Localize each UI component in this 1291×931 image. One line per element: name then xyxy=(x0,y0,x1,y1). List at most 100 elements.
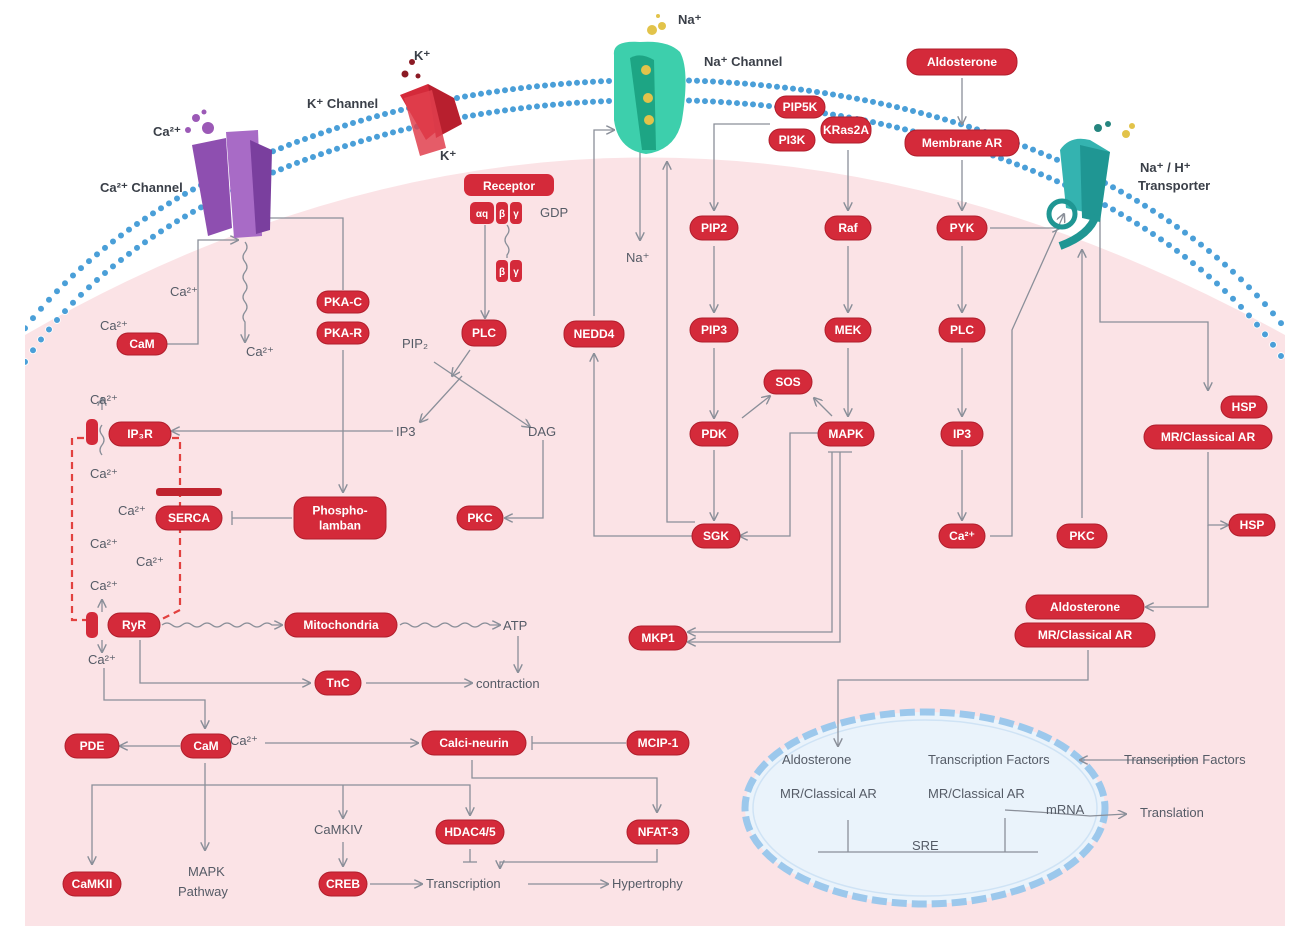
membrane-outer-bead xyxy=(837,92,845,100)
sr-membrane-right xyxy=(159,436,182,621)
label-ca-e: Ca²⁺ xyxy=(90,466,118,481)
membrane-outer-bead xyxy=(709,77,717,86)
edge-nedd4-to-na-channel xyxy=(593,130,614,316)
membrane-outer-bead xyxy=(181,190,189,198)
node-label: NFAT-3 xyxy=(638,825,679,839)
node-ca-right: Ca²⁺ xyxy=(938,523,986,549)
membrane-outer-bead xyxy=(845,93,853,102)
membrane-outer-bead xyxy=(381,110,389,118)
membrane-inner-bead xyxy=(717,98,725,106)
membrane-outer-bead xyxy=(741,79,749,88)
membrane-outer-bead xyxy=(1181,228,1189,237)
membrane-outer-bead xyxy=(1125,192,1133,201)
membrane-outer-bead xyxy=(1029,145,1037,154)
edge-mr-to-aldosterone-complex xyxy=(1146,525,1209,607)
k-channel xyxy=(400,59,462,156)
membrane-outer-bead xyxy=(485,88,493,97)
membrane-outer-bead xyxy=(61,279,69,288)
membrane-inner-bead xyxy=(477,110,485,118)
membrane-outer-bead xyxy=(725,78,733,87)
membrane-outer-bead xyxy=(917,109,925,117)
membrane-outer-bead xyxy=(101,244,109,252)
membrane-inner-bead xyxy=(69,298,77,307)
ip3r-pore xyxy=(86,419,98,445)
membrane-outer-bead xyxy=(25,324,29,333)
membrane-outer-bead xyxy=(901,105,909,113)
membrane-inner-bead xyxy=(1157,235,1165,244)
membrane-inner-bead xyxy=(701,97,709,105)
membrane-inner-bead xyxy=(693,97,701,105)
label-mapk-pathway-2: Pathway xyxy=(178,884,228,899)
membrane-inner-bead xyxy=(541,101,549,110)
membrane-inner-bead xyxy=(189,208,197,216)
node-mr-classical-2: MR/Classical AR xyxy=(1014,622,1156,648)
membrane-outer-bead xyxy=(693,76,701,85)
membrane-inner-bead xyxy=(1141,224,1149,233)
edge-calcineurin-to-nfat xyxy=(471,760,657,812)
node-shape xyxy=(628,625,688,651)
membrane-outer-bead xyxy=(517,84,525,92)
node-shape xyxy=(1228,513,1276,537)
membrane-outer-bead xyxy=(757,81,765,89)
membrane-inner-bead xyxy=(733,99,741,107)
edge-mrna-to-translation xyxy=(1004,809,1126,816)
node-aldosterone-top: Aldosterone xyxy=(906,48,1018,76)
membrane-outer-bead xyxy=(93,250,101,259)
membrane-inner-bead xyxy=(1053,177,1061,186)
node-shape xyxy=(62,871,122,897)
serca-membrane-bar xyxy=(156,488,222,496)
membrane-inner-bead xyxy=(517,104,525,113)
label-dag: DAG xyxy=(528,424,556,439)
node-pkc-left: PKC xyxy=(456,505,504,531)
label-pip2: PIP₂ xyxy=(402,336,428,351)
membrane-inner-bead xyxy=(877,120,885,128)
node-label: Mitochondria xyxy=(303,618,379,632)
membrane-outer-bead xyxy=(813,88,821,96)
membrane-outer-bead xyxy=(773,82,781,91)
membrane-inner-bead xyxy=(29,346,37,355)
edge-ryr-to-mitochondria xyxy=(161,623,282,627)
membrane-outer-bead xyxy=(1149,206,1157,215)
node-sos: SOS xyxy=(763,369,813,395)
membrane-inner-bead xyxy=(317,150,325,158)
label-ca-g: Ca²⁺ xyxy=(90,536,118,551)
node-label: MEK xyxy=(835,323,862,337)
node-label: CaM xyxy=(129,337,154,351)
membrane-outer-bead xyxy=(821,89,829,97)
node-shape xyxy=(938,523,986,549)
label-ca-a: Ca²⁺ xyxy=(170,284,198,299)
membrane-inner-bead xyxy=(1237,303,1245,311)
membrane-inner-bead xyxy=(869,118,877,126)
nucleus-inner-membrane xyxy=(752,719,1098,897)
membrane-outer-bead xyxy=(373,112,381,120)
membrane-inner-bead xyxy=(893,123,901,132)
node-label: PYK xyxy=(950,221,975,235)
node-shape xyxy=(936,215,988,241)
membrane-inner-bead xyxy=(709,97,717,106)
edge-mapk-to-sos xyxy=(814,398,833,417)
k-ion-out-label: K⁺ xyxy=(414,48,430,63)
sr-membrane-left xyxy=(70,436,92,622)
membrane-inner-bead xyxy=(1189,259,1197,267)
membrane-outer-bead xyxy=(597,77,605,86)
node-raf: Raf xyxy=(824,215,872,241)
membrane-outer-bead xyxy=(317,129,325,138)
na-ion-out-label: Na⁺ xyxy=(678,12,702,27)
label-translation: Translation xyxy=(1140,805,1204,820)
node-pde: PDE xyxy=(64,733,120,759)
node-label: PIP5K xyxy=(783,100,818,114)
node-label: Phospho- xyxy=(312,504,367,518)
membrane-inner-bead xyxy=(165,222,173,231)
membrane-outer-bead xyxy=(461,92,469,101)
membrane-inner-bead xyxy=(141,238,149,246)
nucleus xyxy=(741,708,1109,908)
node-mek: MEK xyxy=(824,317,872,343)
membrane-inner-bead xyxy=(1037,170,1045,179)
node-ip3-right: IP3 xyxy=(940,421,984,447)
membrane-inner-bead xyxy=(389,128,397,137)
node-label: PLC xyxy=(950,323,974,337)
membrane-outer-bead xyxy=(357,116,365,125)
edge-pi3k-to-pip2 xyxy=(714,123,770,210)
